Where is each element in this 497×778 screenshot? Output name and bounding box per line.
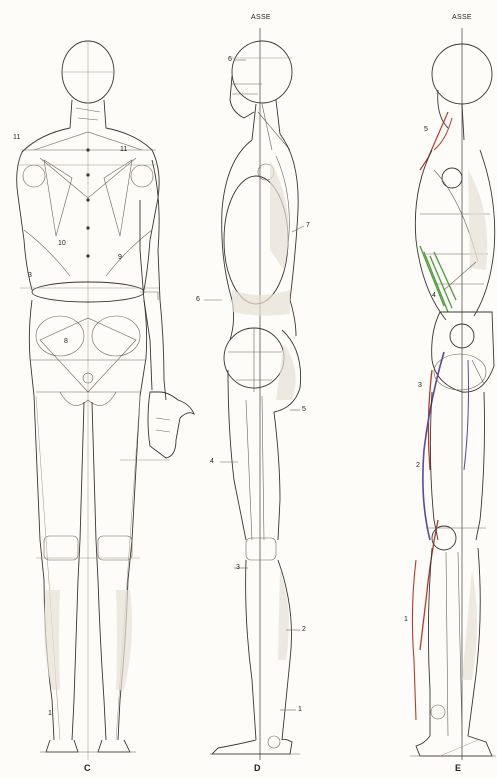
figure-e-muscle-view	[410, 28, 496, 760]
figure-label-c: C	[84, 764, 91, 773]
number-3: 3	[236, 564, 240, 571]
number-6-head: 6	[228, 56, 232, 63]
number-5: 5	[424, 126, 428, 133]
figure-label-d: D	[254, 764, 261, 773]
number-3: 3	[28, 272, 32, 279]
number-1: 1	[48, 710, 52, 717]
figure-label-e: E	[455, 764, 461, 773]
number-1: 1	[404, 616, 408, 623]
number-9: 9	[118, 254, 122, 261]
number-11-right: 11	[120, 146, 127, 153]
number-2: 2	[416, 462, 420, 469]
figure-d-side-view	[204, 28, 304, 760]
number-6-waist: 6	[196, 296, 200, 303]
number-2: 2	[302, 626, 306, 633]
number-11-left: 11	[13, 134, 20, 141]
number-4: 4	[210, 458, 214, 465]
number-4: 4	[432, 292, 436, 299]
number-7: 7	[306, 222, 310, 229]
number-10: 10	[58, 240, 66, 247]
figure-c-back-view	[17, 40, 194, 760]
axis-label-d: ASSE	[251, 14, 271, 21]
number-1: 1	[298, 706, 302, 713]
number-8: 8	[64, 338, 68, 345]
number-5: 5	[302, 406, 306, 413]
axis-label-e: ASSE	[452, 14, 472, 21]
number-3: 3	[418, 382, 422, 389]
